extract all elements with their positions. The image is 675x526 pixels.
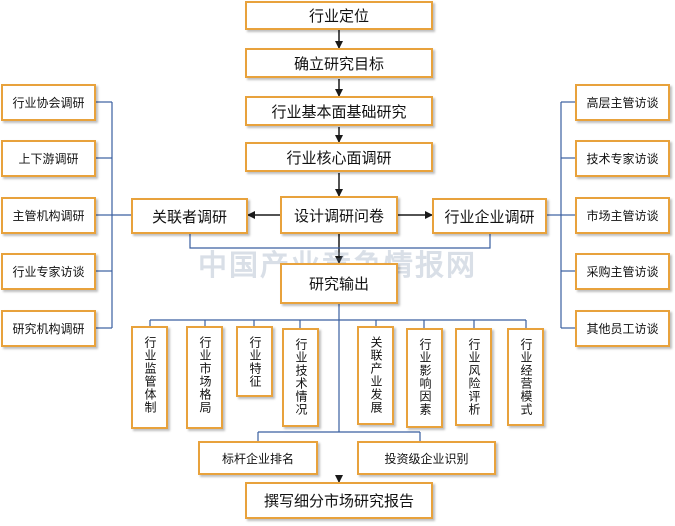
benchmark-ranking-box: 标杆企业排名 — [198, 441, 318, 475]
output-item-regulation: 行业监管体制 — [131, 326, 168, 429]
right-item-tech-expert: 技术专家访谈 — [575, 140, 670, 177]
stakeholder-research-hub: 关联者调研 — [131, 198, 248, 234]
basic-research-box: 行业基本面基础研究 — [245, 96, 433, 126]
output-item-label: 行业风险评析 — [467, 338, 481, 416]
left-item-association: 行业协会调研 — [1, 84, 96, 121]
core-research-box: 行业核心面调研 — [245, 142, 433, 172]
output-item-label: 行业影响因素 — [418, 338, 432, 416]
output-item-label: 行业市场格局 — [198, 336, 212, 414]
output-item-influences: 行业影响因素 — [406, 328, 443, 428]
output-item-label: 行业经营模式 — [519, 338, 533, 416]
enterprise-research-hub: 行业企业调研 — [432, 198, 547, 234]
output-item-technology: 行业技术情况 — [282, 328, 319, 427]
left-item-institute: 研究机构调研 — [1, 310, 96, 347]
left-item-authority: 主管机构调研 — [1, 197, 96, 234]
right-item-executive: 高层主管访谈 — [575, 84, 670, 121]
output-item-market-structure: 行业市场格局 — [186, 326, 223, 429]
output-item-related-industry: 关联产业发展 — [357, 326, 394, 425]
research-output-box: 研究输出 — [280, 263, 398, 304]
investment-grade-box: 投资级企业识别 — [357, 441, 496, 475]
output-item-label: 行业特征 — [248, 336, 262, 388]
left-item-supply-chain: 上下游调研 — [1, 140, 96, 177]
output-item-characteristics: 行业特征 — [236, 326, 273, 397]
output-item-label: 行业监管体制 — [143, 336, 157, 414]
output-item-label: 关联产业发展 — [369, 336, 383, 414]
questionnaire-box: 设计调研问卷 — [280, 196, 398, 234]
output-item-label: 行业技术情况 — [294, 338, 308, 416]
output-item-risk: 行业风险评析 — [455, 328, 492, 426]
industry-positioning-box: 行业定位 — [245, 1, 433, 30]
output-item-business-model: 行业经营模式 — [507, 328, 544, 426]
link-left-hub-to-output — [189, 234, 339, 249]
link-right-hub-to-output — [339, 234, 491, 249]
right-item-procurement: 采购主管访谈 — [575, 253, 670, 290]
left-item-expert: 行业专家访谈 — [1, 253, 96, 290]
research-objective-box: 确立研究目标 — [245, 48, 433, 78]
final-report-box: 撰写细分市场研究报告 — [245, 482, 433, 519]
right-item-staff: 其他员工访谈 — [575, 310, 670, 347]
right-item-marketing: 市场主管访谈 — [575, 197, 670, 234]
